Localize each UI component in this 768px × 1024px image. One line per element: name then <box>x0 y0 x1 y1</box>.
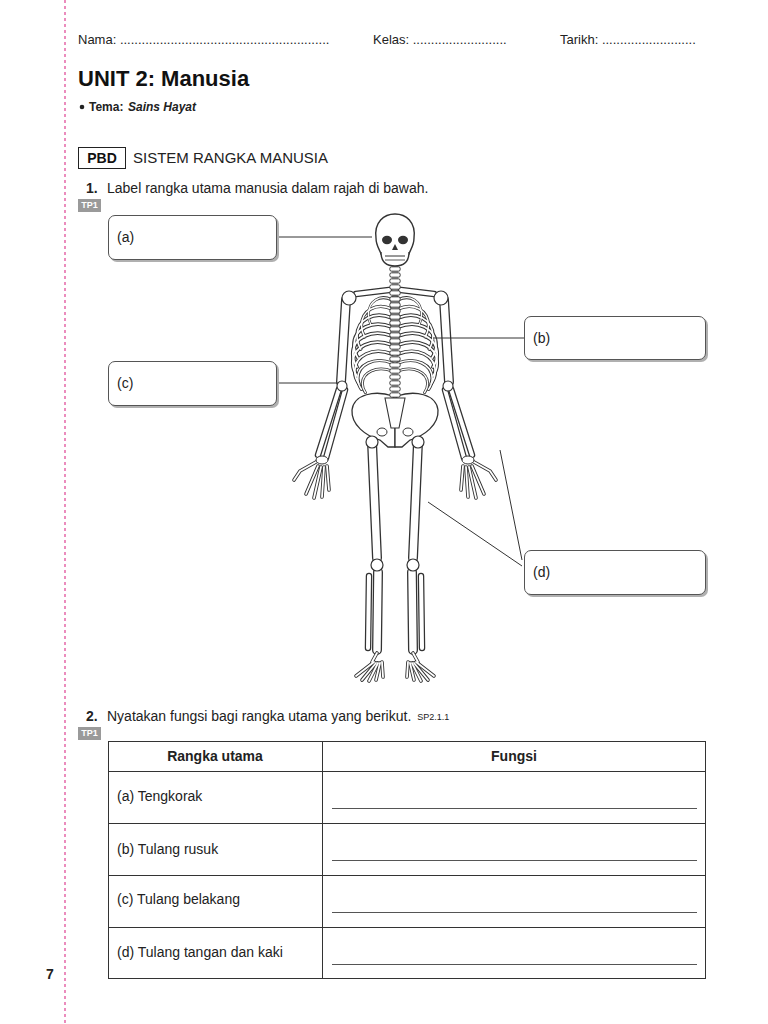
table-cell: (a) Tengkorak <box>117 788 202 805</box>
question-number: 1. <box>86 180 98 197</box>
question-number: 2. <box>86 708 98 725</box>
label-box: (c) <box>108 361 277 406</box>
answer-table <box>108 741 706 979</box>
question-text: Label rangka utama manusia dalam rajah d… <box>107 180 428 197</box>
table-cell: (c) Tulang belakang <box>117 891 240 908</box>
assessment-tag: PBD <box>78 147 126 169</box>
leader-lines <box>277 237 524 566</box>
label-box: (d) <box>524 550 706 595</box>
node-text: (c) <box>117 375 133 392</box>
section-heading: SISTEM RANGKA MANUSIA <box>133 149 328 167</box>
name-field: Nama: ..................................… <box>78 32 329 48</box>
page-number: 7 <box>46 966 54 983</box>
table-header: Rangka utama <box>108 748 322 765</box>
node-text: (d) <box>533 564 550 581</box>
node-text: (b) <box>533 330 550 347</box>
question-text: Nyatakan fungsi bagi rangka utama yang b… <box>107 708 411 725</box>
label-box: (a) <box>108 215 277 260</box>
theme-label: Tema: <box>89 100 123 114</box>
class-field: Kelas: .......................... <box>373 32 507 48</box>
unit-title: UNIT 2: Manusia <box>78 66 249 92</box>
level-badge: TP1 <box>78 727 101 740</box>
label-box: (b) <box>524 316 706 360</box>
table-cell: (b) Tulang rusuk <box>117 841 218 858</box>
node-text: (a) <box>117 229 134 246</box>
node-text: TP1 <box>81 728 98 739</box>
node-text: TP1 <box>81 200 98 211</box>
table-header: Fungsi <box>322 748 706 765</box>
table-cell: (d) Tulang tangan dan kaki <box>117 944 283 961</box>
theme-value: Sains Hayat <box>128 100 196 114</box>
date-field: Tarikh: .......................... <box>560 32 696 48</box>
node-text: PBD <box>87 150 117 167</box>
skeleton-illustration <box>294 214 496 681</box>
level-badge: TP1 <box>78 199 101 212</box>
standard-code: SP2.1.1 <box>417 712 449 723</box>
bullet <box>80 105 85 110</box>
margin-line <box>64 0 65 1024</box>
